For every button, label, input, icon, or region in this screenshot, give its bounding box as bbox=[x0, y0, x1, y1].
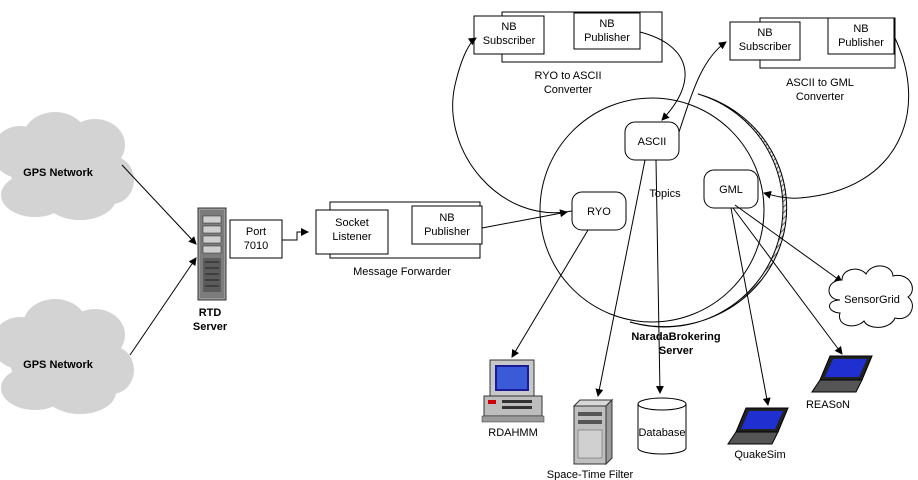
ascii-to-spacetime-arrow bbox=[595, 159, 646, 397]
gml-to-sensorgrid-arrow bbox=[734, 204, 843, 283]
ascii-to-database-arrow bbox=[655, 159, 664, 394]
ryo-to-rdahmm-arrow bbox=[511, 229, 589, 358]
gps-bottom-to-rtd-arrow bbox=[129, 257, 197, 356]
broker-name-line1: NaradaBrokering bbox=[631, 331, 720, 343]
rtd-server-label-line2: Server bbox=[193, 321, 228, 333]
forwarder-publisher-line2: Publisher bbox=[424, 226, 470, 238]
rtd-server-icon bbox=[197, 207, 227, 301]
port-to-socket-arrow bbox=[282, 228, 309, 241]
gml-to-reason-arrow bbox=[732, 207, 843, 355]
topic-ryo: RYO bbox=[571, 191, 627, 231]
rtd-server-label-line1: RTD bbox=[199, 307, 222, 319]
quakesim-label: QuakeSim bbox=[734, 449, 785, 461]
gps-network-bottom-label: GPS Network bbox=[23, 359, 94, 371]
gps-network-cloud-bottom: GPS Network bbox=[0, 299, 134, 414]
publisher-to-ascii-arrow bbox=[639, 31, 686, 121]
gps-top-to-rtd-arrow bbox=[121, 164, 197, 245]
gml-converter-caption-line2: Converter bbox=[796, 91, 845, 103]
rdahmm-desktop-icon bbox=[481, 359, 545, 423]
topic-gml: GML bbox=[703, 169, 759, 209]
quakesim-laptop-icon bbox=[727, 407, 789, 445]
ryo-converter-caption-line2: Converter bbox=[544, 84, 593, 96]
gml-publisher-line2: Publisher bbox=[838, 37, 884, 49]
topics-label: Topics bbox=[649, 188, 681, 200]
reason-label: REASoN bbox=[806, 399, 850, 411]
sensorgrid-label: SensorGrid bbox=[844, 294, 900, 306]
ryo-to-ascii-converter: NB Subscriber NB Publisher RYO to ASCII … bbox=[473, 11, 663, 96]
rdahmm-label: RDAHMM bbox=[488, 427, 538, 439]
message-forwarder: Socket Listener NB Publisher Message For… bbox=[315, 201, 483, 278]
gml-subscriber-line1: NB bbox=[757, 27, 772, 39]
broker-circle bbox=[539, 97, 765, 323]
reason-laptop-icon bbox=[811, 355, 873, 393]
ryo-converter-caption-line1: RYO to ASCII bbox=[534, 70, 601, 82]
topic-ascii-label: ASCII bbox=[638, 136, 667, 148]
topic-gml-label: GML bbox=[719, 184, 743, 196]
gml-to-quakesim-arrow bbox=[730, 207, 771, 406]
port-box: Port 7010 bbox=[229, 219, 283, 259]
naradabrokering-broker: Topics NaradaBrokering Server bbox=[539, 93, 788, 357]
gml-subscriber-box bbox=[729, 21, 801, 61]
ryo-publisher-line1: NB bbox=[599, 18, 614, 30]
ryo-subscriber-line1: NB bbox=[501, 21, 516, 33]
database-cylinder-icon bbox=[637, 397, 687, 455]
gps-network-cloud-top: GPS Network bbox=[0, 112, 134, 220]
topic-ryo-label: RYO bbox=[587, 206, 611, 218]
socket-listener-box bbox=[315, 209, 389, 255]
topic-ascii: ASCII bbox=[624, 121, 680, 161]
ryo-publisher-box bbox=[573, 12, 641, 50]
gml-publisher-line1: NB bbox=[853, 23, 868, 35]
spacetime-filter-server-icon bbox=[572, 398, 614, 466]
spacetime-filter-label: Space-Time Filter bbox=[547, 469, 634, 480]
socket-listener-line1: Socket bbox=[335, 217, 369, 229]
gml-subscriber-line2: Subscriber bbox=[739, 41, 792, 53]
ryo-to-subscriber-loop bbox=[452, 37, 573, 214]
sensorgrid-cloud: SensorGrid bbox=[828, 265, 913, 328]
broker-name-line2: Server bbox=[659, 345, 694, 357]
message-forwarder-caption: Message Forwarder bbox=[353, 266, 451, 278]
socket-listener-line2: Listener bbox=[332, 231, 371, 243]
database-label: Database bbox=[638, 427, 685, 439]
broker-crescent-shade bbox=[629, 93, 788, 328]
gml-converter-caption-line1: ASCII to GML bbox=[786, 77, 854, 89]
ryo-subscriber-box bbox=[473, 15, 545, 55]
gps-network-top-label: GPS Network bbox=[23, 167, 94, 179]
publisher-to-gml-loop bbox=[763, 35, 910, 199]
port-number: 7010 bbox=[244, 240, 268, 252]
ryo-subscriber-line2: Subscriber bbox=[483, 35, 536, 47]
ryo-publisher-line2: Publisher bbox=[584, 32, 630, 44]
forwarder-publisher-box bbox=[411, 205, 483, 245]
port-label: Port bbox=[246, 226, 266, 238]
publisher-to-ryo-arrow bbox=[481, 209, 568, 229]
forwarder-publisher-line1: NB bbox=[439, 212, 454, 224]
ascii-to-subscriber-arrow bbox=[678, 41, 727, 133]
ascii-to-gml-converter: NB Subscriber NB Publisher ASCII to GML … bbox=[729, 17, 896, 103]
